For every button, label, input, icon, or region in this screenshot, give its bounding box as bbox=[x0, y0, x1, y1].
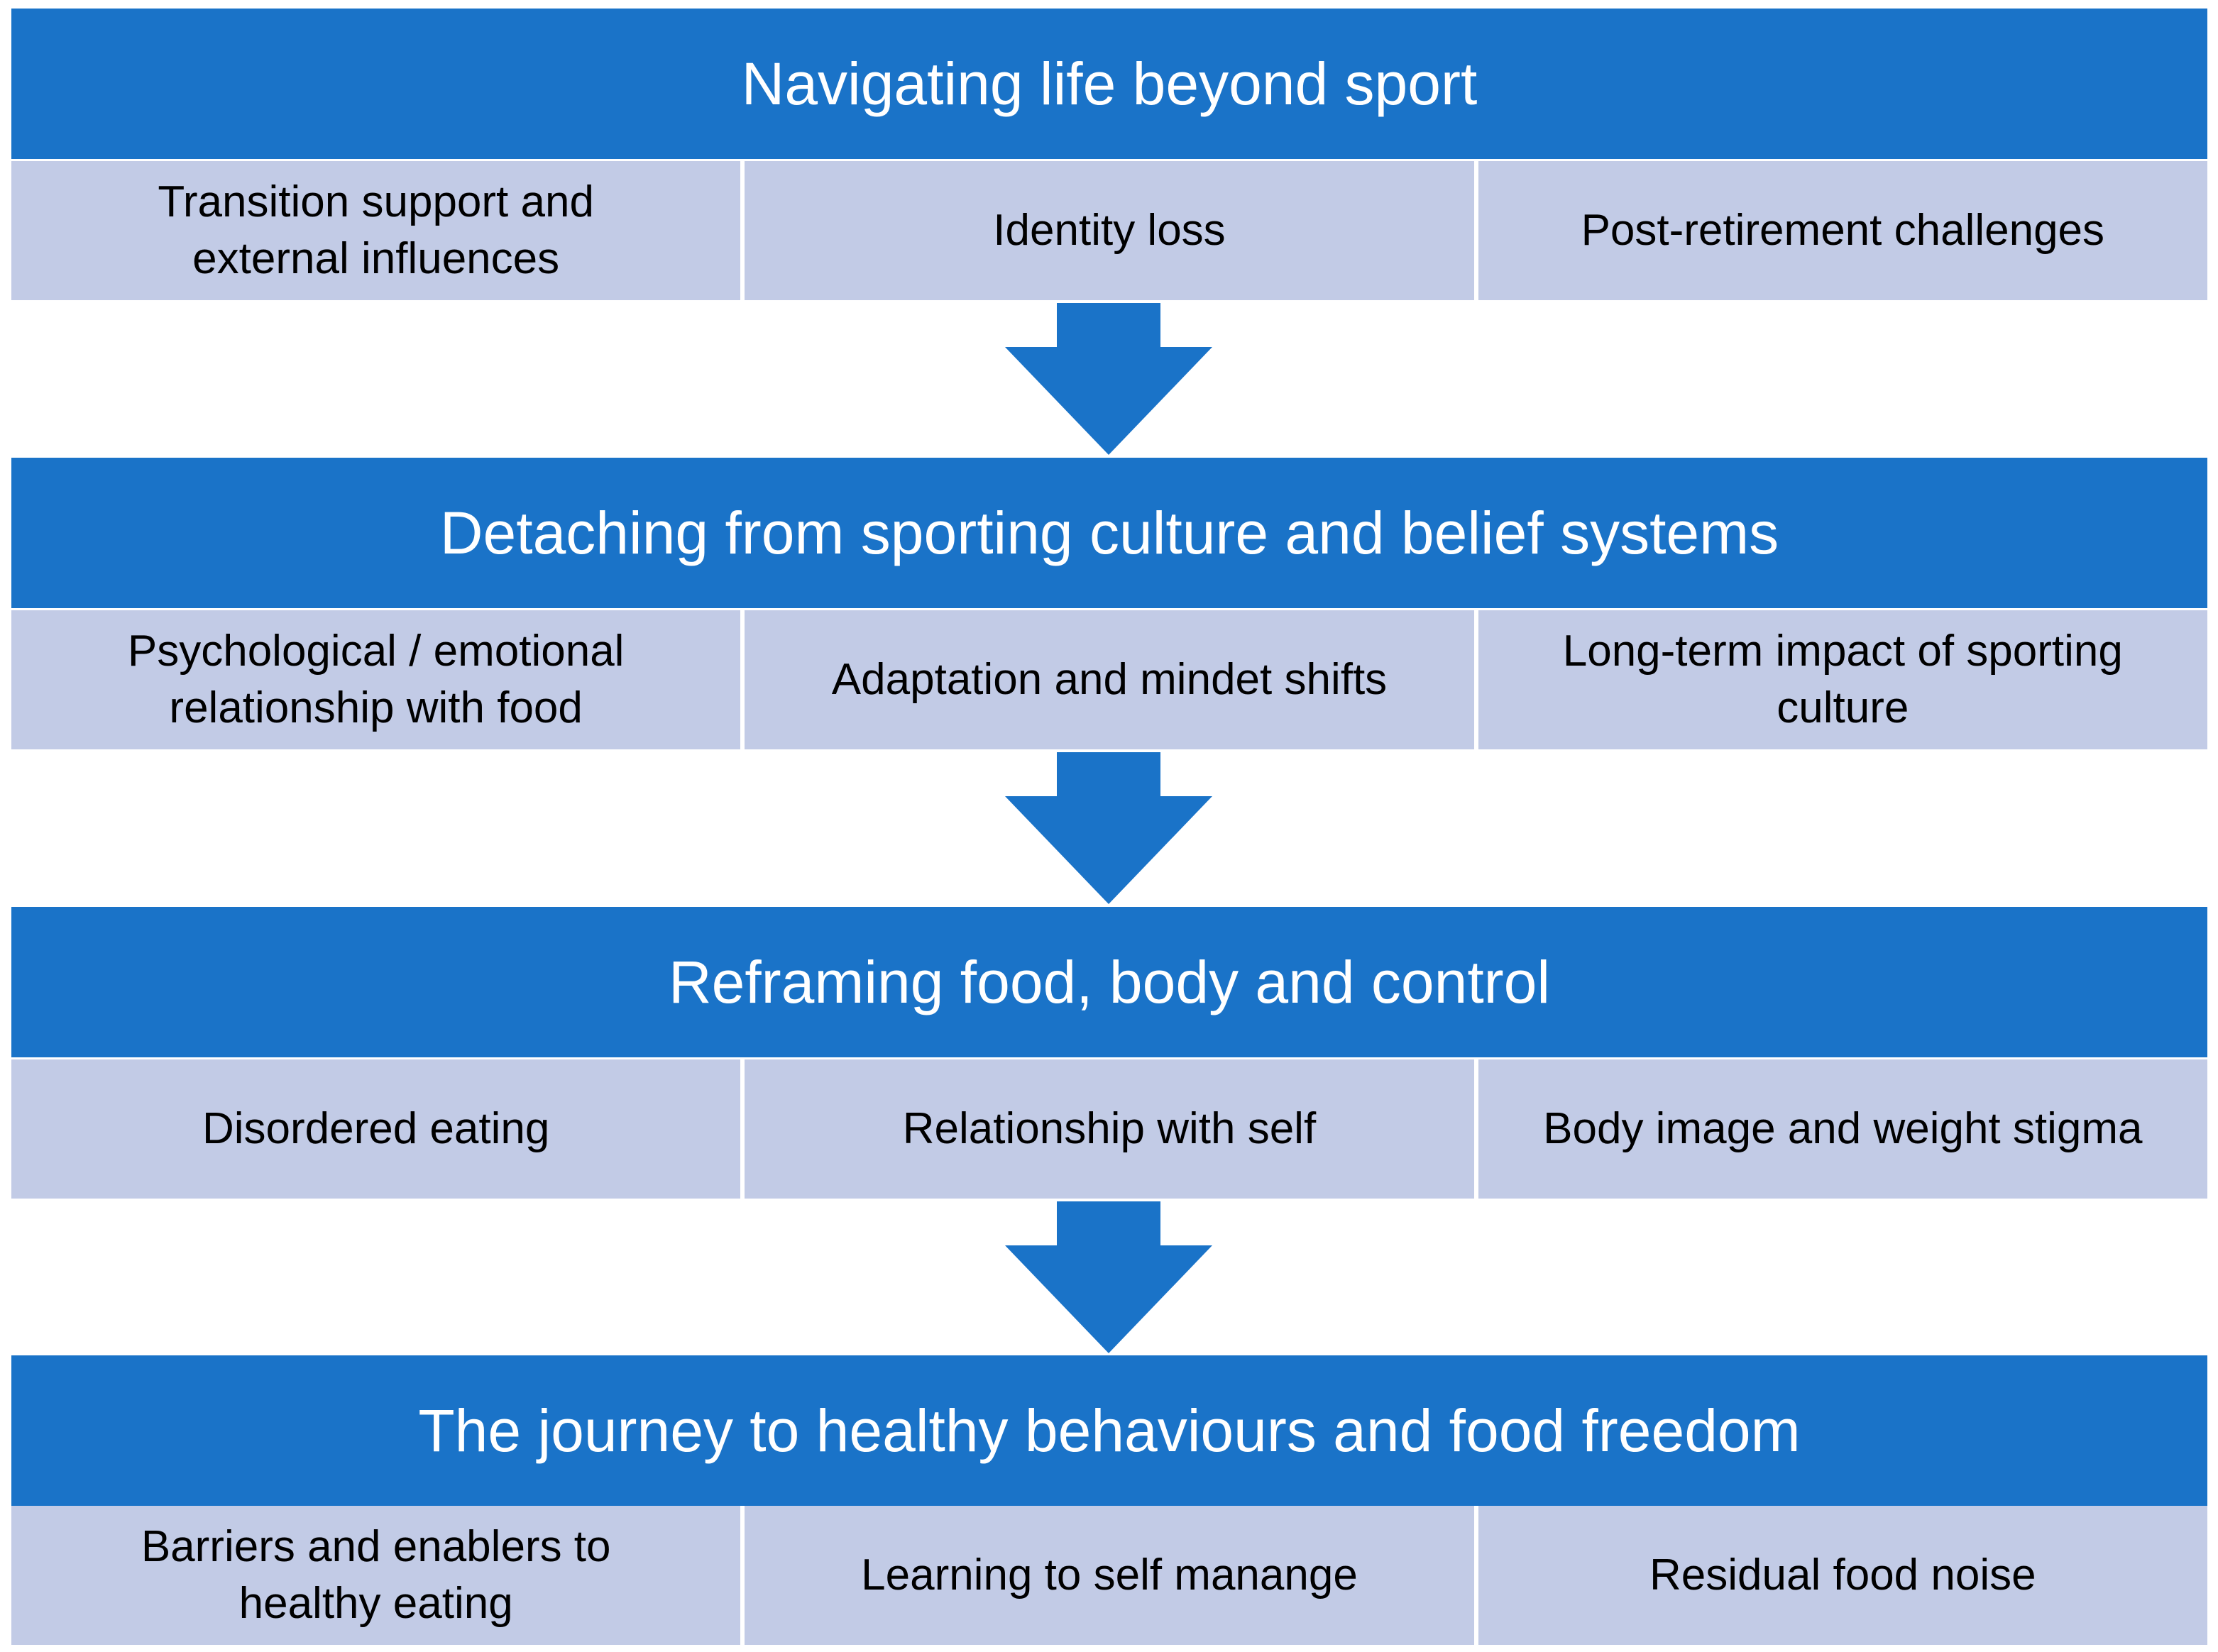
subtheme-row: Psychological / emotional relationship w… bbox=[11, 610, 2207, 749]
subtheme-row: Disordered eating Relationship with self… bbox=[11, 1059, 2207, 1199]
subtheme-label: Long-term impact of sporting culture bbox=[1562, 627, 2123, 732]
subtheme-label: Learning to self manange bbox=[861, 1551, 1358, 1599]
subtheme-label: Adaptation and mindet shifts bbox=[831, 655, 1388, 704]
subtheme-box: Learning to self manange bbox=[745, 1506, 1474, 1645]
subtheme-box: Body image and weight stigma bbox=[1478, 1059, 2207, 1199]
subtheme-label: Relationship with self bbox=[902, 1104, 1317, 1153]
subtheme-label: Post-retirement challenges bbox=[1581, 206, 2105, 255]
subtheme-label: Identity loss bbox=[993, 206, 1226, 255]
subtheme-box: Barriers and enablers to healthy eating bbox=[11, 1506, 741, 1645]
subtheme-box: Relationship with self bbox=[745, 1059, 1474, 1199]
stage-title: Reframing food, body and control bbox=[11, 907, 2207, 1057]
subtheme-label: Disordered eating bbox=[202, 1104, 550, 1153]
stage-title: Detaching from sporting culture and beli… bbox=[11, 458, 2207, 608]
subtheme-row: Transition support and external influenc… bbox=[11, 161, 2207, 300]
subtheme-box: Adaptation and mindet shifts bbox=[745, 610, 1474, 749]
subtheme-box: Residual food noise bbox=[1478, 1506, 2207, 1645]
subtheme-box: Psychological / emotional relationship w… bbox=[11, 610, 741, 749]
down-arrow-icon bbox=[1005, 1201, 1212, 1353]
subtheme-label: Residual food noise bbox=[1649, 1551, 2036, 1599]
stage-title: Navigating life beyond sport bbox=[11, 9, 2207, 159]
subtheme-box: Transition support and external influenc… bbox=[11, 161, 741, 300]
subtheme-box: Post-retirement challenges bbox=[1478, 161, 2207, 300]
subtheme-label: Barriers and enablers to healthy eating bbox=[141, 1522, 611, 1628]
subtheme-label: Psychological / emotional relationship w… bbox=[127, 627, 625, 732]
down-arrow-icon bbox=[1005, 752, 1212, 904]
subtheme-box: Identity loss bbox=[745, 161, 1474, 300]
down-arrow-icon bbox=[1005, 303, 1212, 455]
stage-title: The journey to healthy behaviours and fo… bbox=[11, 1355, 2207, 1506]
subtheme-box: Disordered eating bbox=[11, 1059, 741, 1199]
subtheme-box: Long-term impact of sporting culture bbox=[1478, 610, 2207, 749]
subtheme-row: Barriers and enablers to healthy eating … bbox=[11, 1506, 2207, 1645]
subtheme-label: Transition support and external influenc… bbox=[158, 177, 594, 283]
subtheme-label: Body image and weight stigma bbox=[1543, 1104, 2143, 1153]
